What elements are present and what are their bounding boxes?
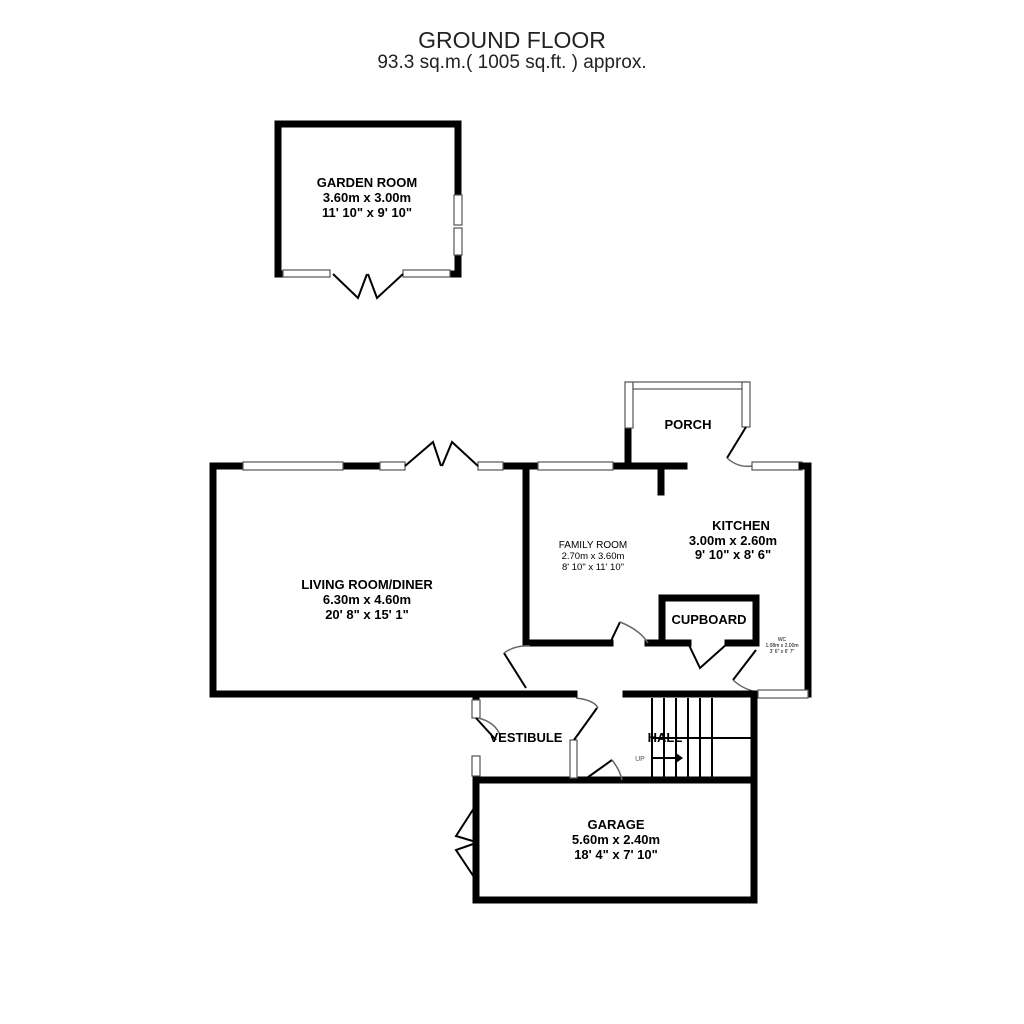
arrow-head-icon xyxy=(676,753,683,763)
kitchen-metric: 3.00m x 2.60m xyxy=(689,533,777,548)
wc-imperial: 3' 6" x 6' 7" xyxy=(770,649,795,655)
living-room-metric: 6.30m x 4.60m xyxy=(323,592,411,607)
garden-room-imperial: 11' 10" x 9' 10" xyxy=(322,205,412,220)
kitchen-imperial: 9' 10" x 8' 6" xyxy=(695,547,771,562)
wc-metric: 1.08m x 2.00m xyxy=(765,643,798,649)
garden-room-walls xyxy=(274,120,463,300)
family-room-metric: 2.70m x 3.60m xyxy=(562,551,625,562)
family-room-name: FAMILY ROOM xyxy=(559,540,628,551)
house-walls xyxy=(209,381,812,904)
stairs-up-label: UP xyxy=(635,756,645,763)
floor-title: GROUND FLOOR xyxy=(418,27,606,53)
floor-area: 93.3 sq.m.( 1005 sq.ft. ) approx. xyxy=(377,52,647,73)
staircase xyxy=(651,698,752,777)
garage-imperial: 18' 4" x 7' 10" xyxy=(574,847,658,862)
living-room-name: LIVING ROOM/DINER xyxy=(301,577,433,592)
porch-name: PORCH xyxy=(665,417,712,432)
garden-room-name: GARDEN ROOM xyxy=(317,175,417,190)
hall-name: HALL xyxy=(648,730,683,745)
wc-name: WC xyxy=(778,637,787,643)
garage-name: GARAGE xyxy=(587,817,644,832)
garage-metric: 5.60m x 2.40m xyxy=(572,832,660,847)
kitchen-name: KITCHEN xyxy=(712,518,770,533)
living-room-imperial: 20' 8" x 15' 1" xyxy=(325,607,409,622)
family-room-imperial: 8' 10" x 11' 10" xyxy=(562,562,624,573)
cupboard-name: CUPBOARD xyxy=(671,612,746,627)
garden-room-metric: 3.60m x 3.00m xyxy=(323,190,411,205)
vestibule-name: VESTIBULE xyxy=(490,730,563,745)
